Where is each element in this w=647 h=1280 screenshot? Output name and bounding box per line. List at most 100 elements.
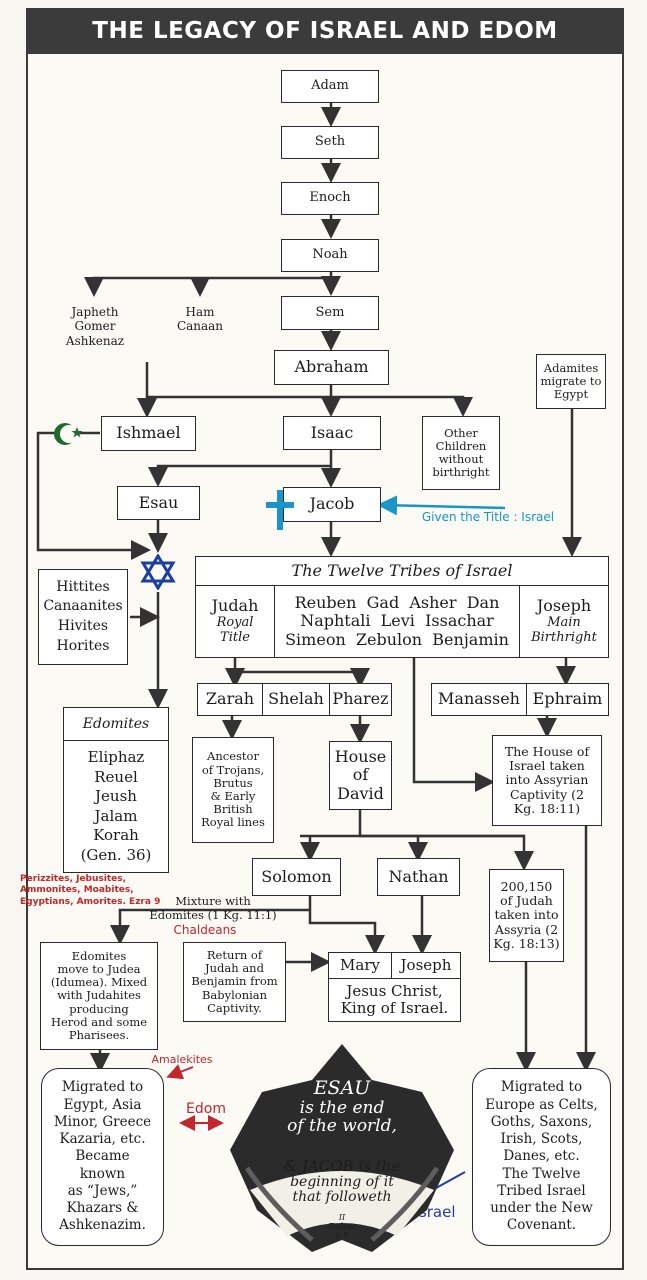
- emblem-line: of the world,: [287, 1115, 397, 1136]
- joseph-sub-label: Main: [547, 614, 581, 630]
- emblem-line-esau: ESAU: [313, 1077, 371, 1099]
- trojans-line: Ancestor: [207, 749, 259, 764]
- node-migrated-egypt: Migrated to Egypt, Asia Minor, Greece Ka…: [41, 1068, 164, 1246]
- egypt-line: Became: [75, 1148, 130, 1165]
- gomer-label: Gomer: [74, 319, 116, 334]
- perizzites-line: Egyptians, Amorites. Ezra 9: [20, 896, 161, 907]
- label-ishmael: Ishmael: [116, 423, 181, 443]
- node-joseph-husband: Joseph: [391, 952, 461, 979]
- jesus-line: Jesus Christ,: [346, 981, 443, 1000]
- star-of-david-icon: [140, 553, 176, 591]
- node-adam: Adam: [281, 70, 379, 103]
- judah-assyria-line: Assyria (2: [494, 921, 559, 937]
- node-edomites-judea: Edomites move to Judea (Idumea). Mixed w…: [40, 942, 158, 1050]
- chaldeans-label: Chaldeans: [173, 923, 237, 937]
- house-line: David: [337, 783, 384, 803]
- edomite-name: Eliphaz: [87, 748, 145, 766]
- return-line: Return of: [206, 947, 263, 962]
- egypt-line: Ashkenazim.: [59, 1217, 146, 1234]
- edom-label: Edom: [186, 1101, 226, 1117]
- node-other-children: Other Children without birthright: [422, 416, 500, 490]
- return-line: Judah and: [205, 961, 264, 976]
- egypt-line: known: [79, 1165, 126, 1182]
- tribe-joseph: Joseph Main Birthright: [519, 585, 609, 658]
- node-pharez: Pharez: [329, 683, 392, 716]
- node-jacob: Jacob: [283, 487, 381, 522]
- node-return-of-judah: Return of Judah and Benjamin from Babylo…: [183, 942, 286, 1022]
- twelve-tribes-header: The Twelve Tribes of Israel: [195, 556, 609, 586]
- adamites-line: Egypt: [553, 387, 589, 402]
- tribes-row: Naphtali Levi Issachar: [300, 611, 494, 631]
- return-line: Captivity.: [207, 1000, 262, 1015]
- ham-label: Ham: [185, 305, 215, 319]
- other-children-line: without: [438, 452, 484, 466]
- node-isaac: Isaac: [283, 416, 381, 450]
- node-solomon: Solomon: [252, 858, 341, 896]
- egypt-line: Migrated to: [61, 1079, 144, 1096]
- esau-jacob-emblem: ESAU is the end of the world, & JACOB is…: [222, 1040, 462, 1258]
- europe-line: Danes, etc.: [503, 1148, 580, 1165]
- europe-line: Migrated to: [500, 1079, 583, 1096]
- egypt-line: Minor, Greece: [53, 1113, 152, 1130]
- joseph-label: Joseph: [536, 596, 592, 616]
- judea-line: Herod and some: [50, 1014, 148, 1029]
- tribe-judah: Judah Royal Title: [195, 585, 275, 658]
- other-children-line: birthright: [432, 465, 490, 480]
- node-esau: Esau: [117, 486, 200, 520]
- emblem-line-jacob: & JACOB is the: [283, 1157, 401, 1175]
- label-solomon: Solomon: [261, 866, 332, 886]
- nation-label: Hivites: [57, 618, 109, 634]
- japheth-label: Japheth: [71, 305, 119, 319]
- emblem-reference: II Esdras 6:9: [322, 1213, 362, 1240]
- node-judah-assyria: 200,150 of Judah taken into Assyria (2 K…: [489, 869, 564, 962]
- egypt-line: Egypt, Asia: [63, 1096, 142, 1113]
- given-title-label: Given the Title : Israel: [421, 510, 555, 524]
- judea-line: move to Judea: [57, 961, 141, 976]
- node-ishmael: Ishmael: [101, 416, 196, 451]
- crescent-star-icon: [52, 420, 84, 448]
- label-mary: Mary: [340, 955, 380, 974]
- trojans-line: Royal lines: [201, 815, 265, 830]
- node-adamites: Adamites migrate to Egypt: [536, 354, 606, 409]
- ham-group: Ham Canaan: [165, 305, 235, 334]
- label-ephraim: Ephraim: [532, 689, 603, 709]
- node-migrated-europe: Migrated to Europe as Celts, Goths, Saxo…: [472, 1068, 611, 1246]
- amalekites-label: Amalekites: [151, 1053, 213, 1066]
- judea-line: with Judahites: [57, 988, 141, 1003]
- page-title: THE LEGACY OF ISRAEL AND EDOM: [26, 8, 624, 54]
- label-sem: Sem: [315, 304, 345, 320]
- judah-assyria-line: Kg. 18:13): [493, 936, 560, 952]
- label-jacob: Jacob: [309, 494, 355, 514]
- emblem-ref-line: Esdras: [328, 1221, 356, 1231]
- node-ancestor-trojans: Ancestor of Trojans, Brutus & Early Brit…: [192, 737, 274, 843]
- label-abraham: Abraham: [294, 357, 369, 377]
- judea-line: producing: [69, 1001, 129, 1016]
- captivity-line: The House of: [504, 743, 590, 759]
- judah-sub-label: Title: [220, 629, 250, 645]
- mixture-note: Mixture with Edomites (1 Kg. 11:1): [138, 894, 288, 923]
- node-jesus-christ: Jesus Christ, King of Israel.: [328, 978, 461, 1022]
- label-isaac: Isaac: [310, 422, 354, 442]
- emblem-upper-text: ESAU is the end of the world,: [222, 1078, 462, 1135]
- judah-label: Judah: [211, 596, 259, 616]
- node-house-of-david: House of David: [329, 741, 392, 810]
- label-adam: Adam: [311, 78, 349, 94]
- edomite-name: Korah: [93, 826, 139, 844]
- edomites-title: Edomites: [82, 715, 150, 732]
- label-seth: Seth: [314, 134, 346, 150]
- label-enoch: Enoch: [309, 190, 351, 206]
- node-sem: Sem: [281, 296, 379, 330]
- ashkenaz-label: Ashkenaz: [65, 333, 125, 348]
- jesus-line: King of Israel.: [340, 999, 449, 1017]
- twelve-tribes-title: The Twelve Tribes of Israel: [291, 560, 513, 580]
- node-nathan: Nathan: [377, 858, 460, 896]
- europe-line: Tribed Israel: [497, 1182, 586, 1199]
- perizzites-line: Ammonites, Moabites,: [20, 885, 134, 896]
- nation-label: Horites: [56, 637, 110, 654]
- label-joseph-husband: Joseph: [400, 955, 452, 974]
- judea-line: Pharisees.: [68, 1028, 130, 1043]
- adamites-line: Adamites: [543, 360, 599, 375]
- label-esau: Esau: [138, 492, 179, 512]
- japheth-group: Japheth Gomer Ashkenaz: [55, 305, 135, 348]
- trojans-line: Brutus: [213, 775, 253, 790]
